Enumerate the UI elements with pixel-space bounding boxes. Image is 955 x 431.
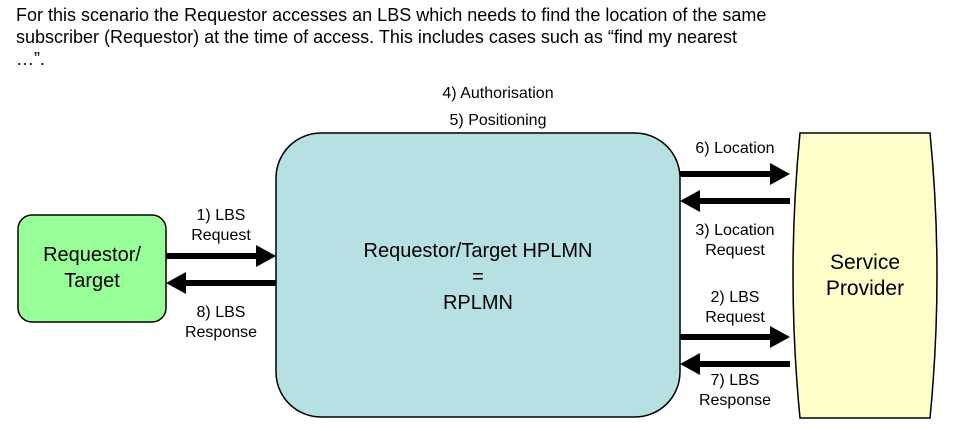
hplmn-box	[275, 132, 681, 418]
intro-line-1: For this scenario the Requestor accesses…	[16, 5, 767, 25]
step-7-line-2: Response	[698, 392, 772, 409]
step-1-line-1: 1) LBS	[196, 207, 246, 224]
step-6-label: 6) Location	[695, 140, 775, 157]
step-1-label: 1) LBS Request	[171, 206, 271, 246]
hplmn-label-line-2: =	[472, 266, 484, 288]
provider-label-line-2: Provider	[825, 277, 905, 300]
arrow-1-lbs-request	[166, 245, 276, 267]
step-8-label: 8) LBS Response	[171, 303, 271, 343]
hplmn-label: Requestor/Target HPLMN = RPLMN	[276, 238, 680, 316]
arrow-6-location	[680, 163, 790, 185]
step-7-label: 7) LBS Response	[680, 371, 790, 411]
requestor-target-label: Requestor/ Target	[18, 242, 166, 294]
step-8-line-2: Response	[184, 324, 258, 341]
hplmn-label-line-3: RPLMN	[442, 292, 513, 314]
intro-line-3: …”.	[16, 49, 45, 69]
arrow-2-lbs-request	[680, 326, 790, 348]
arrow-7-lbs-response	[680, 353, 790, 375]
arrow-3-location-request	[680, 190, 790, 212]
intro-paragraph: For this scenario the Requestor accesses…	[16, 4, 939, 70]
step-5-label: 5) Positioning	[449, 112, 547, 129]
step-2-line-2: Request	[705, 309, 765, 326]
step-1-line-2: Request	[191, 227, 251, 244]
step-4-label: 4) Authorisation	[442, 85, 554, 102]
service-provider-box	[792, 132, 938, 419]
step-8-line-1: 8) LBS	[196, 304, 246, 321]
provider-label-line-1: Service	[829, 251, 901, 274]
step-2-label: 2) LBS Request	[680, 288, 790, 328]
requestor-label-line-2: Target	[64, 270, 120, 292]
step-3-line-2: Request	[705, 242, 765, 259]
step-7-line-1: 7) LBS	[710, 372, 760, 389]
step-3-label: 3) Location Request	[680, 221, 790, 261]
intro-line-2: subscriber (Requestor) at the time of ac…	[16, 27, 737, 47]
step-3-line-1: 3) Location	[695, 222, 775, 239]
step-2-line-1: 2) LBS	[710, 289, 760, 306]
requestor-target-box	[17, 214, 167, 323]
hplmn-label-line-1: Requestor/Target HPLMN	[363, 240, 593, 262]
service-provider-label: Service Provider	[786, 250, 944, 302]
requestor-label-line-1: Requestor/	[43, 244, 141, 266]
arrow-8-lbs-response	[166, 272, 276, 294]
